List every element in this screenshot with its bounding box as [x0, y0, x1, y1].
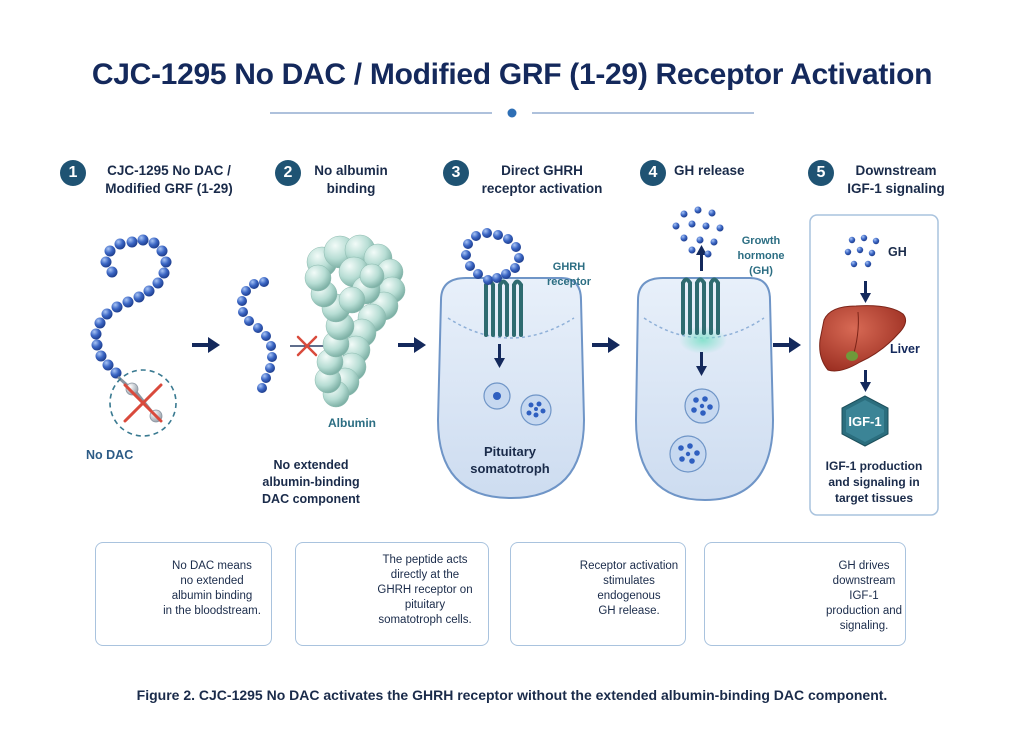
arrow-right-icon	[773, 337, 801, 353]
summary-card-gh-release: Receptor activation stimulates endogenou…	[510, 542, 686, 646]
card-igf-hexagon-label: IGF-1	[786, 598, 816, 610]
step-3-title-line2: receptor activation	[481, 181, 603, 196]
card-2-line5: somatotroph cells.	[378, 614, 472, 626]
arrow-down-icon	[860, 370, 871, 392]
bound-peptide-icon	[461, 228, 524, 285]
arrow-down-icon	[494, 344, 505, 368]
growth-hormone-label: Growth hormone (GH)	[726, 234, 796, 279]
step-2-header: 2 No albumin binding	[275, 160, 415, 204]
arrow-up-icon	[696, 245, 707, 271]
igf-production-label: IGF-1 production and signaling in target…	[814, 458, 934, 506]
card-3-line3: endogenous	[597, 590, 661, 602]
arrow-right-icon	[592, 337, 620, 353]
card-2-line2: directly at the	[390, 569, 460, 581]
summary-card-igf: IGF-1 GH drives downstream IGF-1 product…	[704, 542, 906, 646]
pituitary-somatotroph-label: Pituitary somatotroph	[450, 443, 570, 477]
ghrh-label-line2: receptor	[546, 276, 592, 288]
igf-label-line3: target tissues	[834, 491, 914, 505]
short-peptide-chain-icon	[237, 277, 277, 393]
step-1-number: 1	[60, 160, 86, 186]
arrow-right-icon	[192, 337, 220, 353]
igf-label-line1: IGF-1 production	[825, 459, 923, 473]
pituitary-label-line2: somatotroph	[470, 461, 550, 476]
cell-icon	[436, 277, 586, 500]
step-4-header: 4 GH release	[640, 160, 780, 204]
card-1-line2: no extended	[180, 575, 244, 587]
card-3-text: Receptor activation stimulates endogenou…	[575, 559, 683, 619]
igf-label-line2: and signaling in	[828, 475, 920, 489]
step-1-title-line2: Modified GRF (1-29)	[105, 181, 233, 196]
step-4-number: 4	[640, 160, 666, 186]
igf-hexagon-icon	[841, 395, 889, 447]
step-5-title-line1: Downstream	[855, 163, 937, 178]
step-1-title-line1: CJC-1295 No DAC /	[107, 163, 231, 178]
step-5-title-line2: IGF-1 signaling	[847, 181, 945, 196]
no-dac-x-icon	[109, 369, 177, 437]
card-1-line4: in the bloodstream.	[163, 605, 261, 617]
title-divider	[270, 108, 754, 118]
gh-label-line1: Growth	[741, 235, 781, 247]
gh-particles-icon	[844, 234, 880, 268]
summary-card-no-dac: No DAC means no extended albumin binding…	[95, 542, 272, 646]
arrow-right-icon	[398, 337, 426, 353]
step-5-header: 5 Downstream IGF-1 signaling	[808, 160, 958, 204]
card-1-text: No DAC means no extended albumin binding…	[158, 559, 266, 619]
figure-title: CJC-1295 No DAC / Modified GRF (1-29) Re…	[91, 58, 933, 91]
liver-icon	[819, 305, 907, 372]
no-extended-line1: No extended	[273, 458, 349, 472]
no-extended-line2: albumin-binding	[262, 475, 360, 489]
pituitary-label-line1: Pituitary	[483, 444, 536, 459]
step-4-title-line1: GH release	[674, 163, 745, 178]
no-extended-label: No extended albumin-binding DAC componen…	[246, 457, 376, 508]
gh-label-line2: hormone	[737, 250, 785, 262]
card-2-line3: GHRH receptor on	[377, 584, 473, 596]
summary-card-receptor: The peptide acts directly at the GHRH re…	[295, 542, 489, 646]
card-4-line1: GH drives	[838, 560, 890, 572]
card-4-line4: signaling.	[839, 620, 889, 632]
step-3-number: 3	[443, 160, 469, 186]
step-2-title-line1: No albumin	[314, 163, 388, 178]
card-3-line1: Receptor activation	[579, 560, 679, 572]
card-4-line3: production and	[825, 605, 903, 617]
figure-caption: Figure 2. CJC-1295 No DAC activates the …	[136, 687, 888, 703]
gh-particles-icon	[672, 206, 724, 258]
igf-hexagon-label: IGF-1	[848, 414, 882, 429]
albumin-label: Albumin	[328, 416, 376, 430]
gh-label: GH	[888, 245, 907, 259]
cell-icon	[634, 277, 775, 502]
blocked-x-icon	[290, 335, 328, 357]
step-5-panel	[809, 214, 939, 516]
card-1-line3: albumin binding	[171, 590, 253, 602]
step-1-header: 1 CJC-1295 No DAC / Modified GRF (1-29)	[60, 160, 250, 204]
step-3-header: 3 Direct GHRH receptor activation	[443, 160, 613, 204]
arrow-down-icon	[860, 281, 871, 303]
no-dac-label: No DAC	[86, 448, 134, 462]
arrow-down-icon	[696, 352, 707, 376]
card-2-text: The peptide acts directly at the GHRH re…	[366, 553, 484, 628]
card-4-line2: downstream IGF-1	[832, 575, 896, 602]
step-3-title-line1: Direct GHRH	[501, 163, 583, 178]
ghrh-receptor-label: GHRH receptor	[534, 260, 604, 290]
step-5-number: 5	[808, 160, 834, 186]
card-4-text: GH drives downstream IGF-1 production an…	[823, 559, 905, 634]
peptide-chain-icon	[90, 234, 172, 423]
liver-label: Liver	[890, 342, 920, 356]
card-2-line1: The peptide acts	[382, 554, 468, 566]
no-extended-line3: DAC component	[262, 492, 360, 506]
albumin-icon	[304, 234, 406, 408]
ghrh-label-line1: GHRH	[552, 261, 586, 273]
gh-label-line3: (GH)	[749, 265, 773, 277]
step-2-number: 2	[275, 160, 301, 186]
receptor-icon	[681, 277, 720, 335]
step-2-title-line2: binding	[326, 181, 376, 196]
card-2-line4: pituitary	[404, 599, 446, 611]
card-3-line2: stimulates	[603, 575, 655, 587]
card-1-line1: No DAC means	[172, 560, 252, 572]
card-3-line4: GH release.	[598, 605, 660, 617]
